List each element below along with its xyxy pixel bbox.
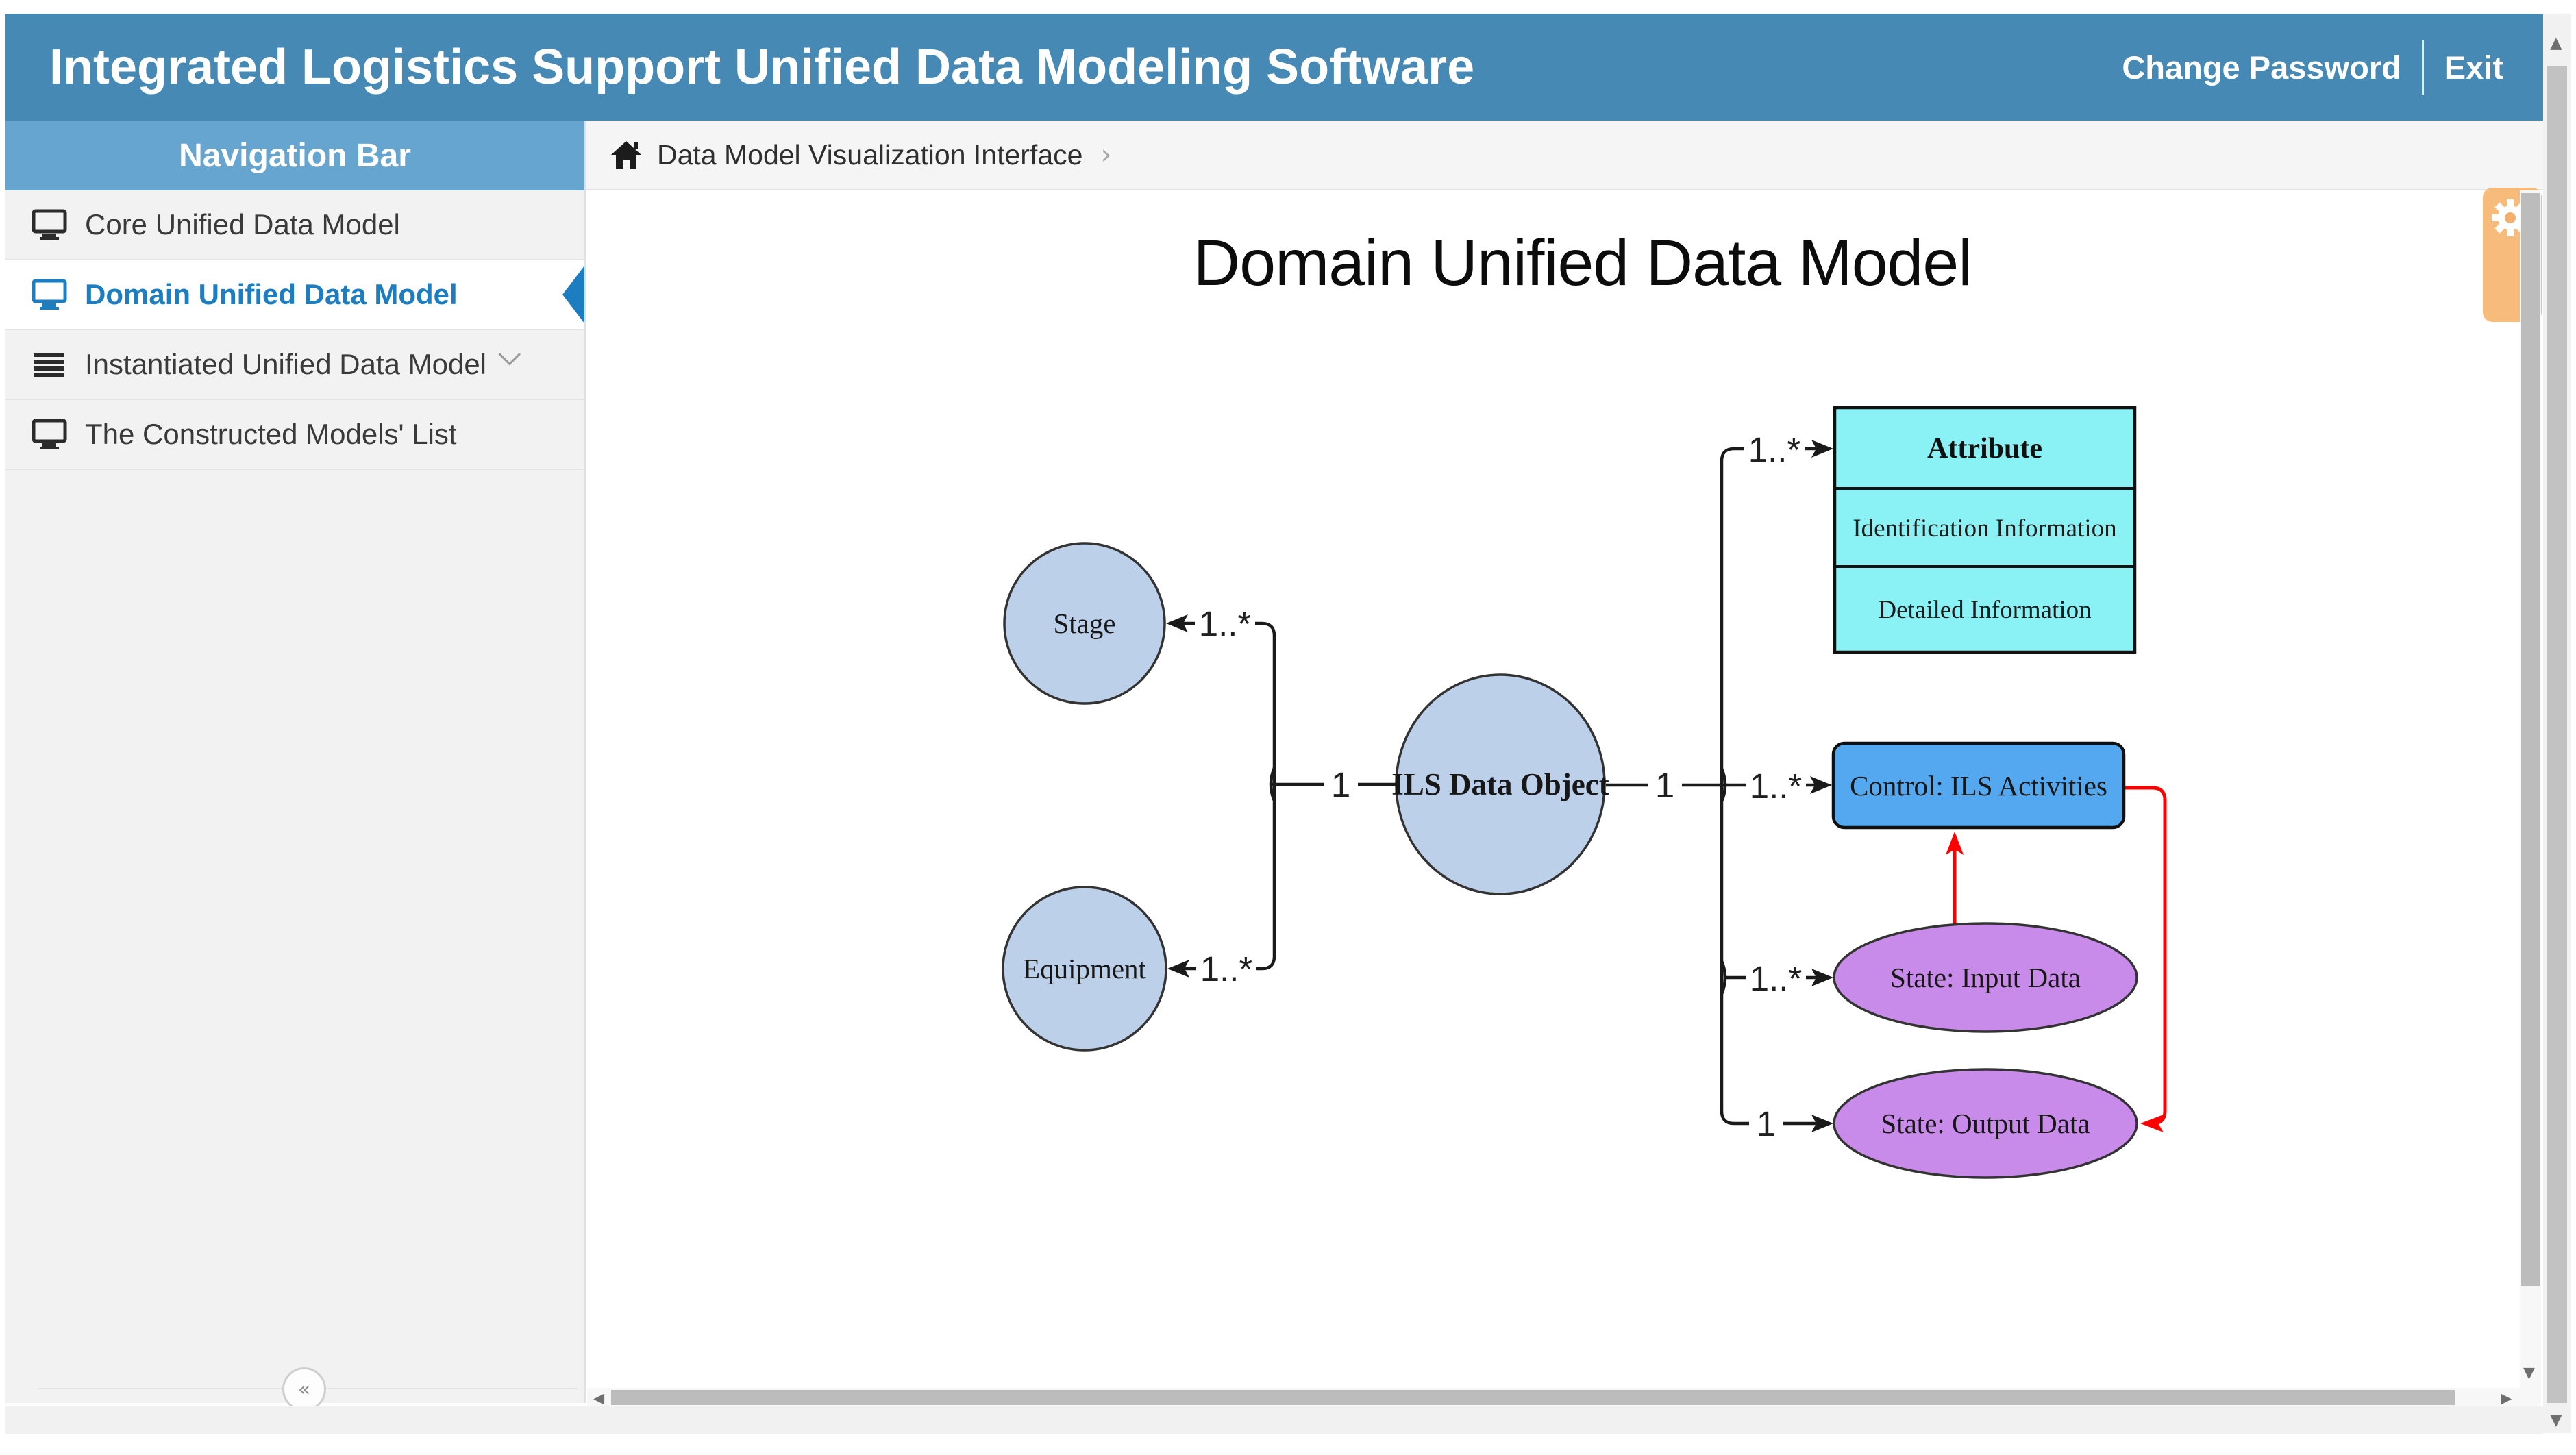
content-vertical-scrollbar-thumb[interactable] [2521, 193, 2540, 1286]
breadcrumb: Data Model Visualization Interface › [586, 121, 2543, 190]
collapse-icon: « [297, 1377, 311, 1402]
change-password-link[interactable]: Change Password [2122, 49, 2401, 86]
content-horizontal-scrollbar-thumb[interactable] [611, 1390, 2455, 1405]
monitor-icon [32, 209, 67, 240]
window-bottom-strip [5, 1406, 2543, 1434]
sidebar-item-label: The Constructed Models' List [85, 418, 457, 450]
browser-vertical-scrollbar-thumb[interactable] [2547, 66, 2567, 1403]
sidebar-item-label: Core Unified Data Model [85, 208, 400, 240]
monitor-icon [32, 279, 67, 310]
scroll-up-icon[interactable]: ▲ [2550, 34, 2562, 52]
sidebar-header: Navigation Bar [5, 121, 584, 190]
breadcrumb-chevron-icon: › [1100, 139, 1112, 171]
scroll-right-icon[interactable]: ▶ [2501, 1390, 2512, 1406]
app-header: Integrated Logistics Support Unified Dat… [5, 14, 2543, 121]
sidebar-item-constructed-models-list[interactable]: The Constructed Models' List [5, 400, 584, 470]
list-icon [32, 349, 67, 380]
monitor-icon [32, 419, 67, 450]
navigation-sidebar: Navigation Bar Core Unified Data Model D… [5, 121, 586, 1411]
sidebar-item-label: Domain Unified Data Model [85, 278, 458, 310]
scroll-down-icon[interactable]: ▼ [2523, 1365, 2535, 1382]
sidebar-title: Navigation Bar [179, 137, 411, 174]
exit-link[interactable]: Exit [2444, 49, 2503, 86]
sidebar-item-label: Instantiated Unified Data Model [85, 348, 487, 380]
breadcrumb-label[interactable]: Data Model Visualization Interface [657, 138, 1083, 171]
app-title: Integrated Logistics Support Unified Dat… [49, 40, 1475, 95]
diagram-title: Domain Unified Data Model [1193, 227, 1973, 299]
scroll-down-icon[interactable]: ▼ [2550, 1411, 2562, 1429]
header-divider [2421, 40, 2424, 95]
home-icon[interactable] [610, 140, 642, 170]
scroll-left-icon[interactable]: ◀ [593, 1390, 605, 1406]
collapse-sidebar-button[interactable]: « [282, 1367, 326, 1411]
sidebar-item-core-unified-data-model[interactable]: Core Unified Data Model [5, 190, 584, 260]
active-item-marker-icon [562, 266, 584, 323]
chevron-down-icon [498, 343, 521, 366]
diagram-canvas [586, 190, 2543, 1388]
sidebar-item-instantiated-unified-data-model[interactable]: Instantiated Unified Data Model [5, 330, 584, 400]
sidebar-item-domain-unified-data-model[interactable]: Domain Unified Data Model [5, 260, 584, 330]
